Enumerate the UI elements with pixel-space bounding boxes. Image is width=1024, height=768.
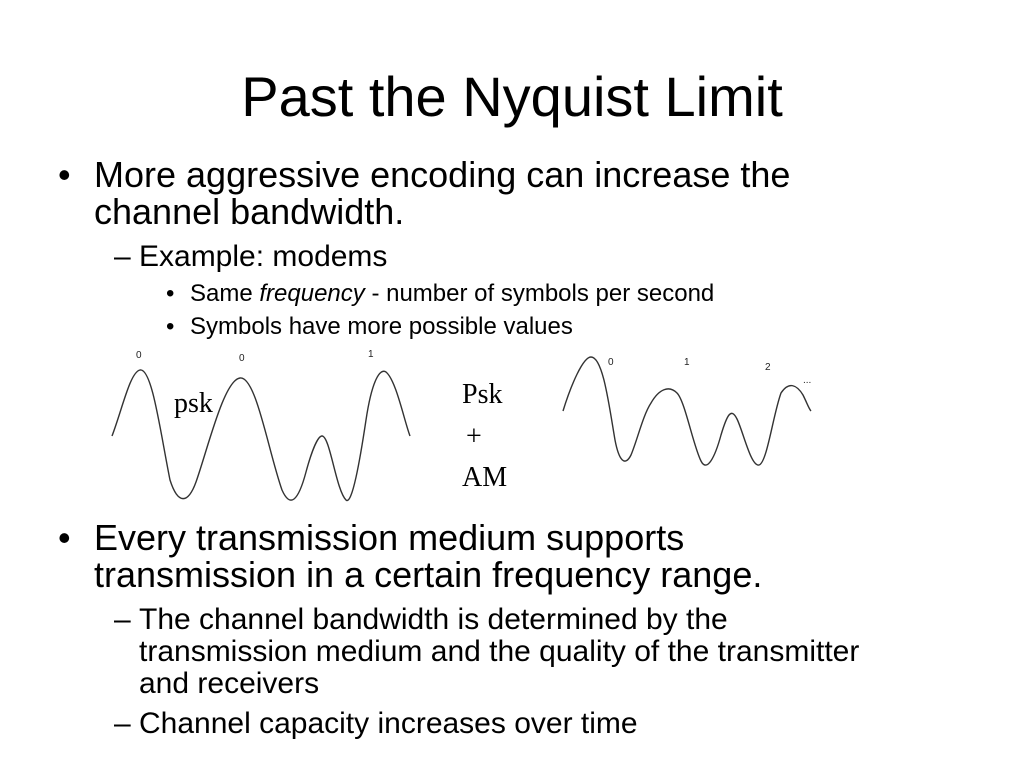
psk-am-symbol-label: 2	[765, 362, 771, 373]
psk-am-wave-line	[562, 356, 812, 466]
bullet-marker: •	[166, 313, 175, 340]
sub-sub-bullet-frequency: Same frequency - number of symbols per s…	[190, 279, 714, 309]
psk-wave-line	[111, 369, 411, 501]
slide-title: Past the Nyquist Limit	[241, 65, 783, 128]
psk-symbol-label: 1	[368, 349, 374, 360]
bullet-marker: •	[58, 517, 71, 558]
dash-marker: –	[114, 603, 131, 636]
dash-marker: –	[114, 707, 131, 740]
dash-marker: –	[114, 240, 131, 273]
psk-am-symbol-label: 0	[608, 357, 614, 368]
psk-am-symbol-label: 1	[684, 357, 690, 368]
psk-symbol-label: 0	[239, 353, 245, 364]
sub-sub-bullet-symbols: Symbols have more possible values	[190, 313, 573, 340]
bullet-marker: •	[58, 154, 71, 195]
psk-am-label-line2: +	[466, 421, 482, 452]
bullet1-line1: More aggressive encoding can increase th…	[94, 154, 791, 195]
psk-label: psk	[174, 388, 213, 419]
text-same: Same	[190, 280, 260, 307]
psk-am-label-line1: Psk	[462, 379, 503, 410]
psk-am-symbol-label: ...	[803, 375, 811, 386]
psk-symbol-label: 0	[136, 350, 142, 361]
bullet1-line2: channel bandwidth.	[94, 191, 405, 232]
psk-am-label-line3: AM	[462, 462, 508, 493]
sub-bullet-bandwidth-line3: and receivers	[139, 667, 320, 700]
sub-bullet-bandwidth-line2: transmission medium and the quality of t…	[139, 635, 860, 668]
sub-bullet-example: Example: modems	[139, 240, 388, 273]
text-frequency-emphasis: frequency	[259, 280, 365, 307]
sub-bullet-capacity: Channel capacity increases over time	[139, 707, 638, 740]
bullet2-line2: transmission in a certain frequency rang…	[94, 554, 763, 595]
psk-waveform: 0 0 1	[111, 349, 411, 501]
sub-bullet-bandwidth-line1: The channel bandwidth is determined by t…	[139, 603, 728, 636]
bullet-marker: •	[166, 280, 175, 307]
text-frequency-definition: - number of symbols per second	[364, 280, 715, 307]
bullet2-line1: Every transmission medium supports	[94, 517, 685, 558]
psk-am-waveform: 0 1 2 ...	[562, 356, 812, 466]
